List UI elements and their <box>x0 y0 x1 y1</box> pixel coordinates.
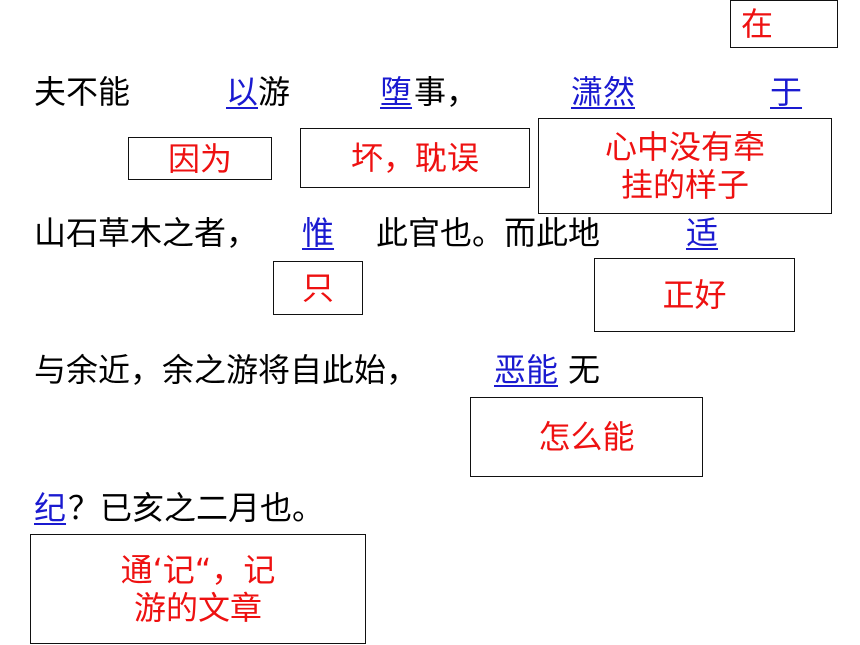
annotation-xinzhong: 心中没有牵 挂的样子 <box>538 118 832 214</box>
line1-text-a: 夫不能 <box>34 73 131 111</box>
annotation-zai: 在 <box>730 0 838 48</box>
annotation-zhenghao-text: 正好 <box>662 276 727 314</box>
annotation-tong-line1: 通‘记“，记 <box>120 551 276 589</box>
annotation-yinwei-text: 因为 <box>167 139 232 178</box>
annotation-zhi-text: 只 <box>301 269 334 307</box>
annotation-tong-line2: 游的文章 <box>133 589 262 627</box>
line3-text-a: 与余近，余之游将自此始， <box>34 351 419 389</box>
keyword-duo: 堕 <box>380 73 413 111</box>
annotation-zhenghao: 正好 <box>594 258 795 332</box>
keyword-yi: 以 <box>226 73 259 111</box>
annotation-zenme-text: 怎么能 <box>538 418 635 456</box>
line2-text-a: 山石草木之者， <box>34 214 259 252</box>
annotation-tong: 通‘记“，记 游的文章 <box>30 534 366 644</box>
line4-text-a: ？已亥之二月也。 <box>68 489 325 527</box>
annotation-zai-text: 在 <box>741 5 774 43</box>
keyword-eneng: 恶能 <box>494 351 559 389</box>
keyword-ji: 纪 <box>34 489 67 527</box>
keyword-wei: 惟 <box>302 214 335 252</box>
keyword-shi: 适 <box>686 214 719 252</box>
line1-text-b: 游 <box>258 73 291 111</box>
annotation-zenme: 怎么能 <box>470 397 703 477</box>
line3-text-b: 无 <box>568 351 601 389</box>
keyword-xiaoran: 潇然 <box>571 73 636 111</box>
line2-text-b: 此官也。而此地 <box>376 214 601 252</box>
annotation-huai: 坏，耽误 <box>300 128 530 188</box>
annotation-xinzhong-line1: 心中没有牵 <box>604 128 765 166</box>
keyword-yu: 于 <box>770 73 803 111</box>
annotation-yinwei: 因为 <box>128 137 272 180</box>
annotation-huai-text: 坏，耽误 <box>350 139 479 177</box>
line1-text-c: 事， <box>414 73 479 111</box>
annotation-zhi: 只 <box>273 261 363 315</box>
annotation-xinzhong-line2: 挂的样子 <box>620 166 749 204</box>
